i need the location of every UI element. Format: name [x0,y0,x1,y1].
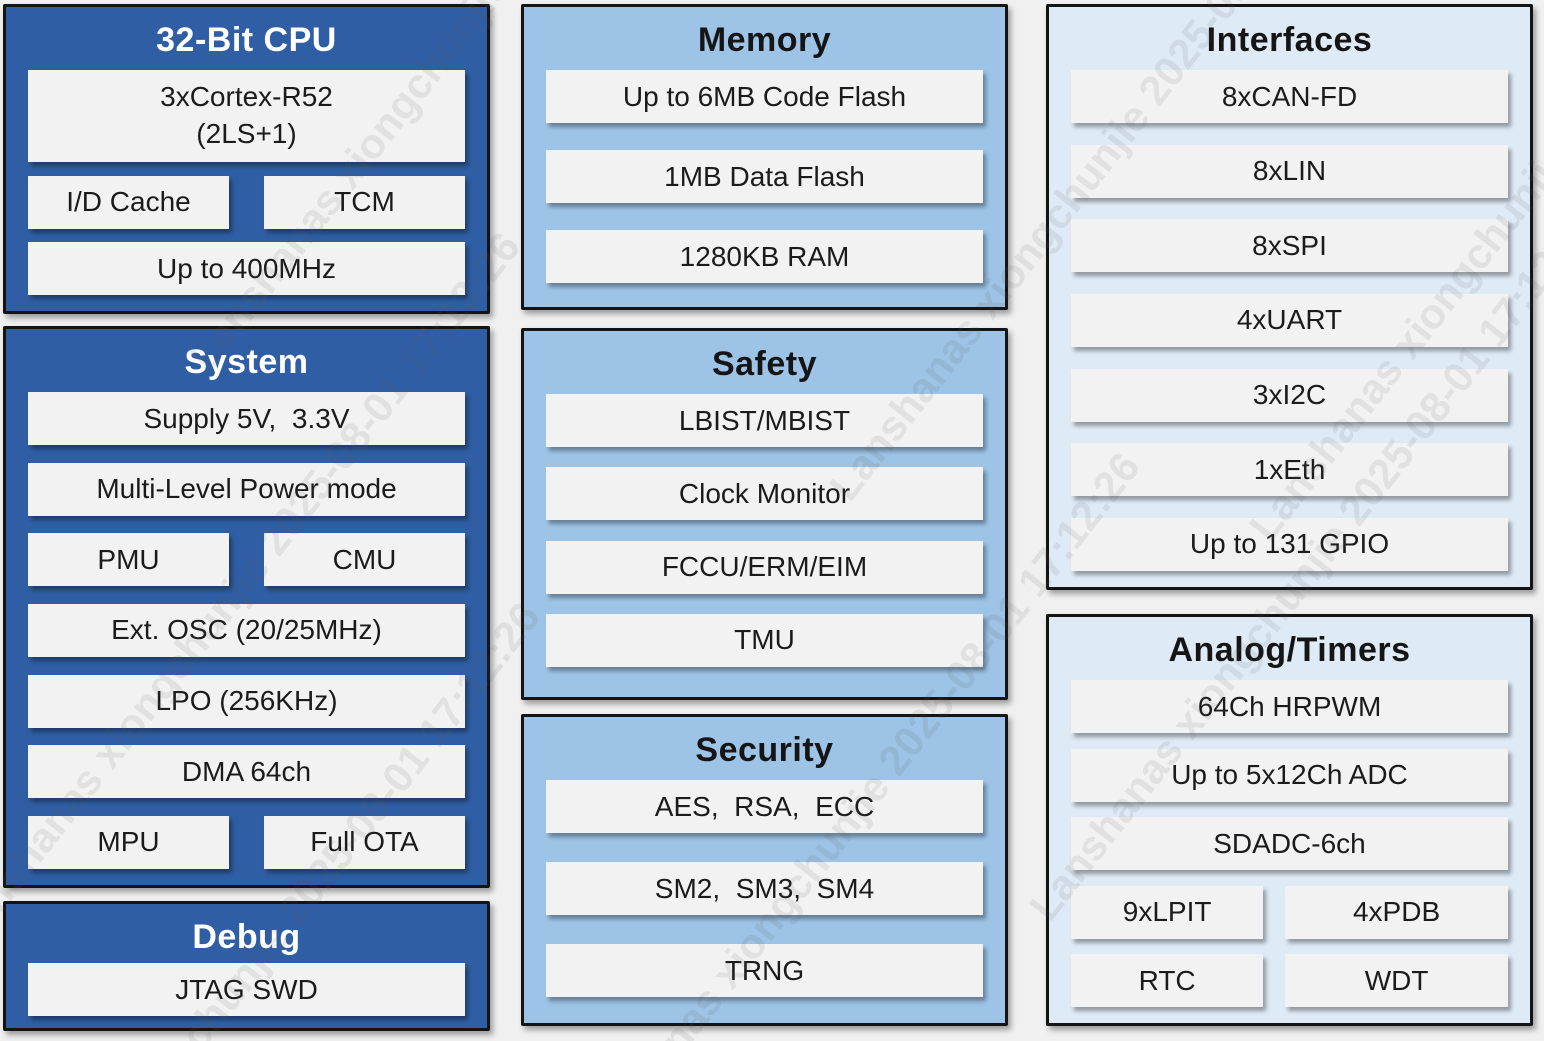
safety-block: Safety LBIST/MBIST Clock Monitor FCCU/ER… [521,328,1008,700]
analog-adc-item: Up to 5x12Ch ADC [1071,748,1508,802]
interfaces-gpio-item: Up to 131 GPIO [1071,517,1508,571]
safety-tmu-item: TMU [546,613,983,667]
analog-lpit-item: 9xLPIT [1071,885,1264,939]
system-mpu-item: MPU [28,815,230,869]
cpu-title: 32-Bit CPU [156,21,337,59]
system-ota-item: Full OTA [263,815,465,869]
cpu-block: 32-Bit CPU 3xCortex-R52 (2LS+1) I/D Cach… [3,4,490,314]
security-block: Security AES, RSA, ECC SM2, SM3, SM4 TRN… [521,714,1008,1026]
debug-title: Debug [192,918,301,956]
system-lpo-item: LPO (256KHz) [28,674,465,728]
memory-ram-item: 1280KB RAM [546,230,983,283]
system-cmu-item: CMU [263,533,465,587]
memory-data-flash-item: 1MB Data Flash [546,150,983,203]
debug-block: Debug JTAG SWD [3,901,490,1031]
cpu-core-item: 3xCortex-R52 (2LS+1) [28,70,465,162]
security-title: Security [695,731,834,769]
safety-items: LBIST/MBIST Clock Monitor FCCU/ERM/EIM T… [546,394,983,681]
interfaces-title: Interfaces [1206,21,1373,59]
analog-rtc-wdt-row: RTC WDT [1071,954,1508,1007]
analog-wdt-item: WDT [1285,954,1508,1007]
system-mpu-ota-row: MPU Full OTA [28,815,465,869]
system-supply-item: Supply 5V, 3.3V [28,392,465,445]
analog-sdadc-item: SDADC-6ch [1071,817,1508,870]
memory-title: Memory [697,21,832,59]
analog-timers-items: 64Ch HRPWM Up to 5x12Ch ADC SDADC-6ch 9x… [1071,680,1508,1007]
system-items: Supply 5V, 3.3V Multi-Level Power mode P… [28,392,465,869]
cpu-core-line1: 3xCortex-R52 [160,81,333,113]
interfaces-block: Interfaces 8xCAN-FD 8xLIN 8xSPI 4xUART 3… [1046,4,1533,590]
interfaces-uart-item: 4xUART [1071,293,1508,347]
cpu-items: 3xCortex-R52 (2LS+1) I/D Cache TCM Up to… [28,70,465,295]
analog-timers-title: Analog/Timers [1168,631,1411,669]
interfaces-spi-item: 8xSPI [1071,219,1508,273]
safety-fccu-item: FCCU/ERM/EIM [546,540,983,594]
debug-jtag-item: JTAG SWD [28,963,465,1016]
safety-clock-monitor-item: Clock Monitor [546,467,983,521]
interfaces-eth-item: 1xEth [1071,443,1508,497]
interfaces-canfd-item: 8xCAN-FD [1071,70,1508,123]
cpu-tcm-item: TCM [263,175,465,229]
memory-block: Memory Up to 6MB Code Flash 1MB Data Fla… [521,4,1008,310]
cpu-freq-item: Up to 400MHz [28,242,465,295]
system-pmu-cmu-row: PMU CMU [28,533,465,587]
cpu-cache-item: I/D Cache [28,175,230,229]
safety-title: Safety [711,345,818,383]
analog-timers-block: Analog/Timers 64Ch HRPWM Up to 5x12Ch AD… [1046,614,1533,1026]
system-ext-osc-item: Ext. OSC (20/25MHz) [28,603,465,657]
security-items: AES, RSA, ECC SM2, SM3, SM4 TRNG [546,780,983,1007]
interfaces-lin-item: 8xLIN [1071,144,1508,198]
system-pmu-item: PMU [28,533,230,587]
cpu-core-line2: (2LS+1) [196,118,297,149]
safety-lbist-item: LBIST/MBIST [546,394,983,447]
memory-items: Up to 6MB Code Flash 1MB Data Flash 1280… [546,70,983,291]
security-trng-item: TRNG [546,944,983,997]
analog-rtc-item: RTC [1071,954,1264,1007]
interfaces-i2c-item: 3xI2C [1071,368,1508,422]
analog-lpit-pdb-row: 9xLPIT 4xPDB [1071,885,1508,939]
security-aes-item: AES, RSA, ECC [546,780,983,833]
cpu-cache-row: I/D Cache TCM [28,175,465,229]
system-title: System [184,343,309,381]
interfaces-items: 8xCAN-FD 8xLIN 8xSPI 4xUART 3xI2C 1xEth … [1071,70,1508,571]
analog-pdb-item: 4xPDB [1285,885,1508,939]
system-dma-item: DMA 64ch [28,745,465,799]
debug-items: JTAG SWD [28,963,465,1016]
memory-code-flash-item: Up to 6MB Code Flash [546,70,983,123]
analog-hrpwm-item: 64Ch HRPWM [1071,680,1508,733]
system-block: System Supply 5V, 3.3V Multi-Level Power… [3,326,490,888]
system-power-mode-item: Multi-Level Power mode [28,462,465,516]
security-sm-item: SM2, SM3, SM4 [546,862,983,915]
